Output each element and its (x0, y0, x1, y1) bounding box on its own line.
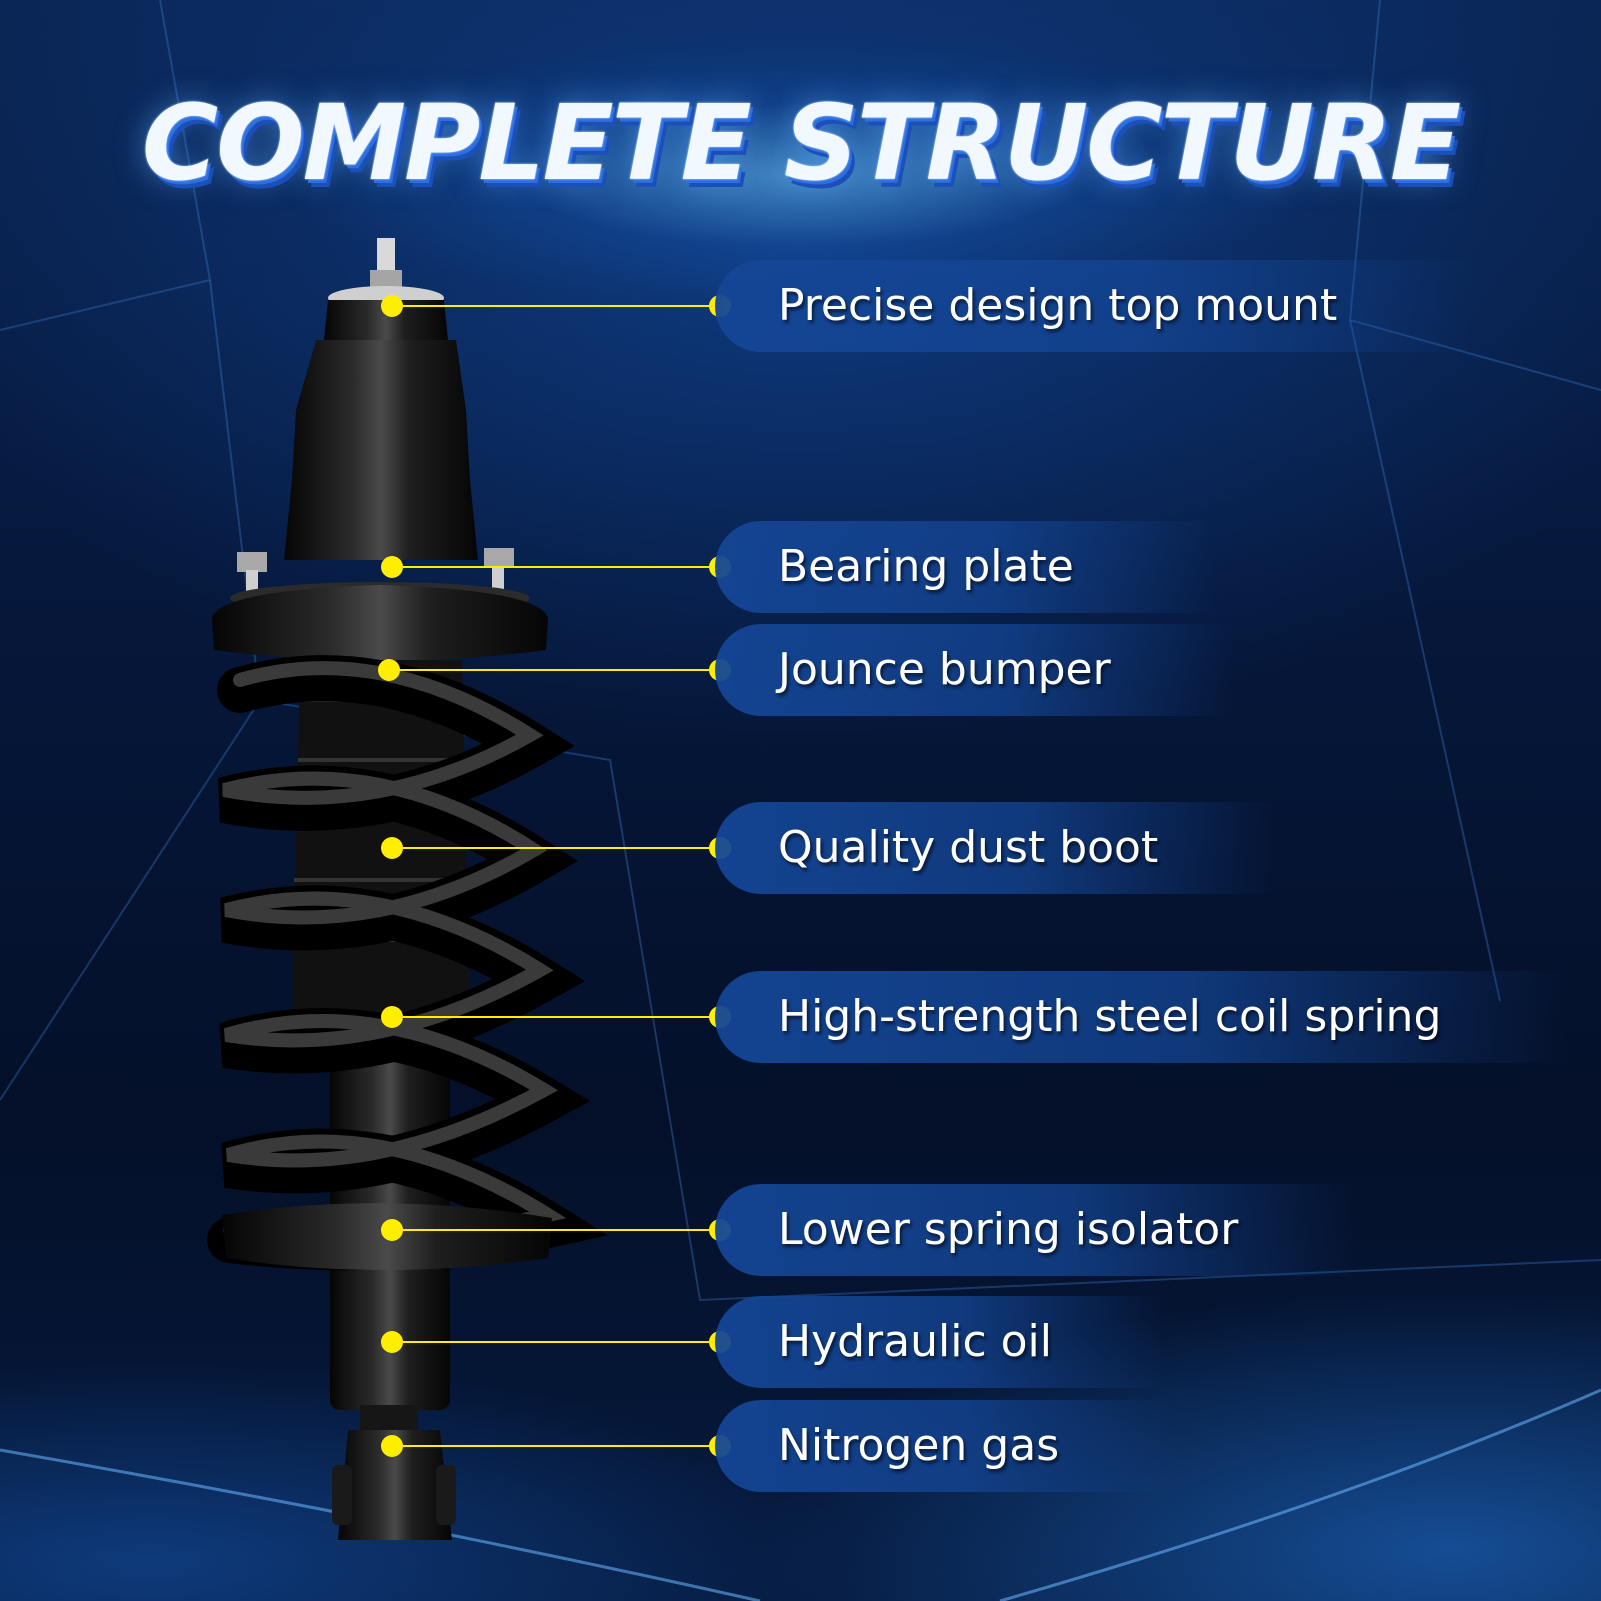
callout-start-dot-top-mount (381, 295, 403, 317)
coil-spring (207, 655, 608, 1271)
label-nitrogen-gas: Nitrogen gas (778, 1420, 1060, 1471)
label-pill-jounce-bumper (715, 624, 1235, 716)
label-top-mount: Precise design top mount (778, 280, 1338, 331)
label-jounce-bumper: Jounce bumper (778, 644, 1111, 695)
label-pill-coil-spring (715, 971, 1565, 1063)
label-dust-boot: Quality dust boot (778, 822, 1159, 873)
label-pill-nitrogen-gas (715, 1400, 1175, 1492)
callout-start-dot-coil-spring (381, 1006, 403, 1028)
label-pill-dust-boot (715, 802, 1275, 894)
label-pill-lower-spring-isolator (715, 1184, 1355, 1276)
label-pill-bearing-plate (715, 521, 1215, 613)
callout-start-dot-nitrogen-gas (381, 1435, 403, 1457)
page-title: COMPLETE STRUCTURE (141, 82, 1461, 204)
callout-start-dot-bearing-plate (381, 556, 403, 578)
label-bearing-plate: Bearing plate (778, 541, 1074, 592)
callout-start-dot-dust-boot (381, 837, 403, 859)
callout-start-dot-jounce-bumper (378, 659, 400, 681)
callout-start-dot-hydraulic-oil (381, 1331, 403, 1353)
label-pill-top-mount (715, 260, 1475, 352)
lower-eye-mount (332, 1405, 456, 1540)
bearing-plate (212, 582, 548, 661)
label-hydraulic-oil: Hydraulic oil (778, 1316, 1052, 1367)
label-coil-spring: High-strength steel coil spring (778, 991, 1442, 1042)
callout-start-dot-lower-spring-isolator (381, 1219, 403, 1241)
label-pill-hydraulic-oil (715, 1296, 1165, 1388)
label-lower-spring-isolator: Lower spring isolator (778, 1204, 1239, 1255)
